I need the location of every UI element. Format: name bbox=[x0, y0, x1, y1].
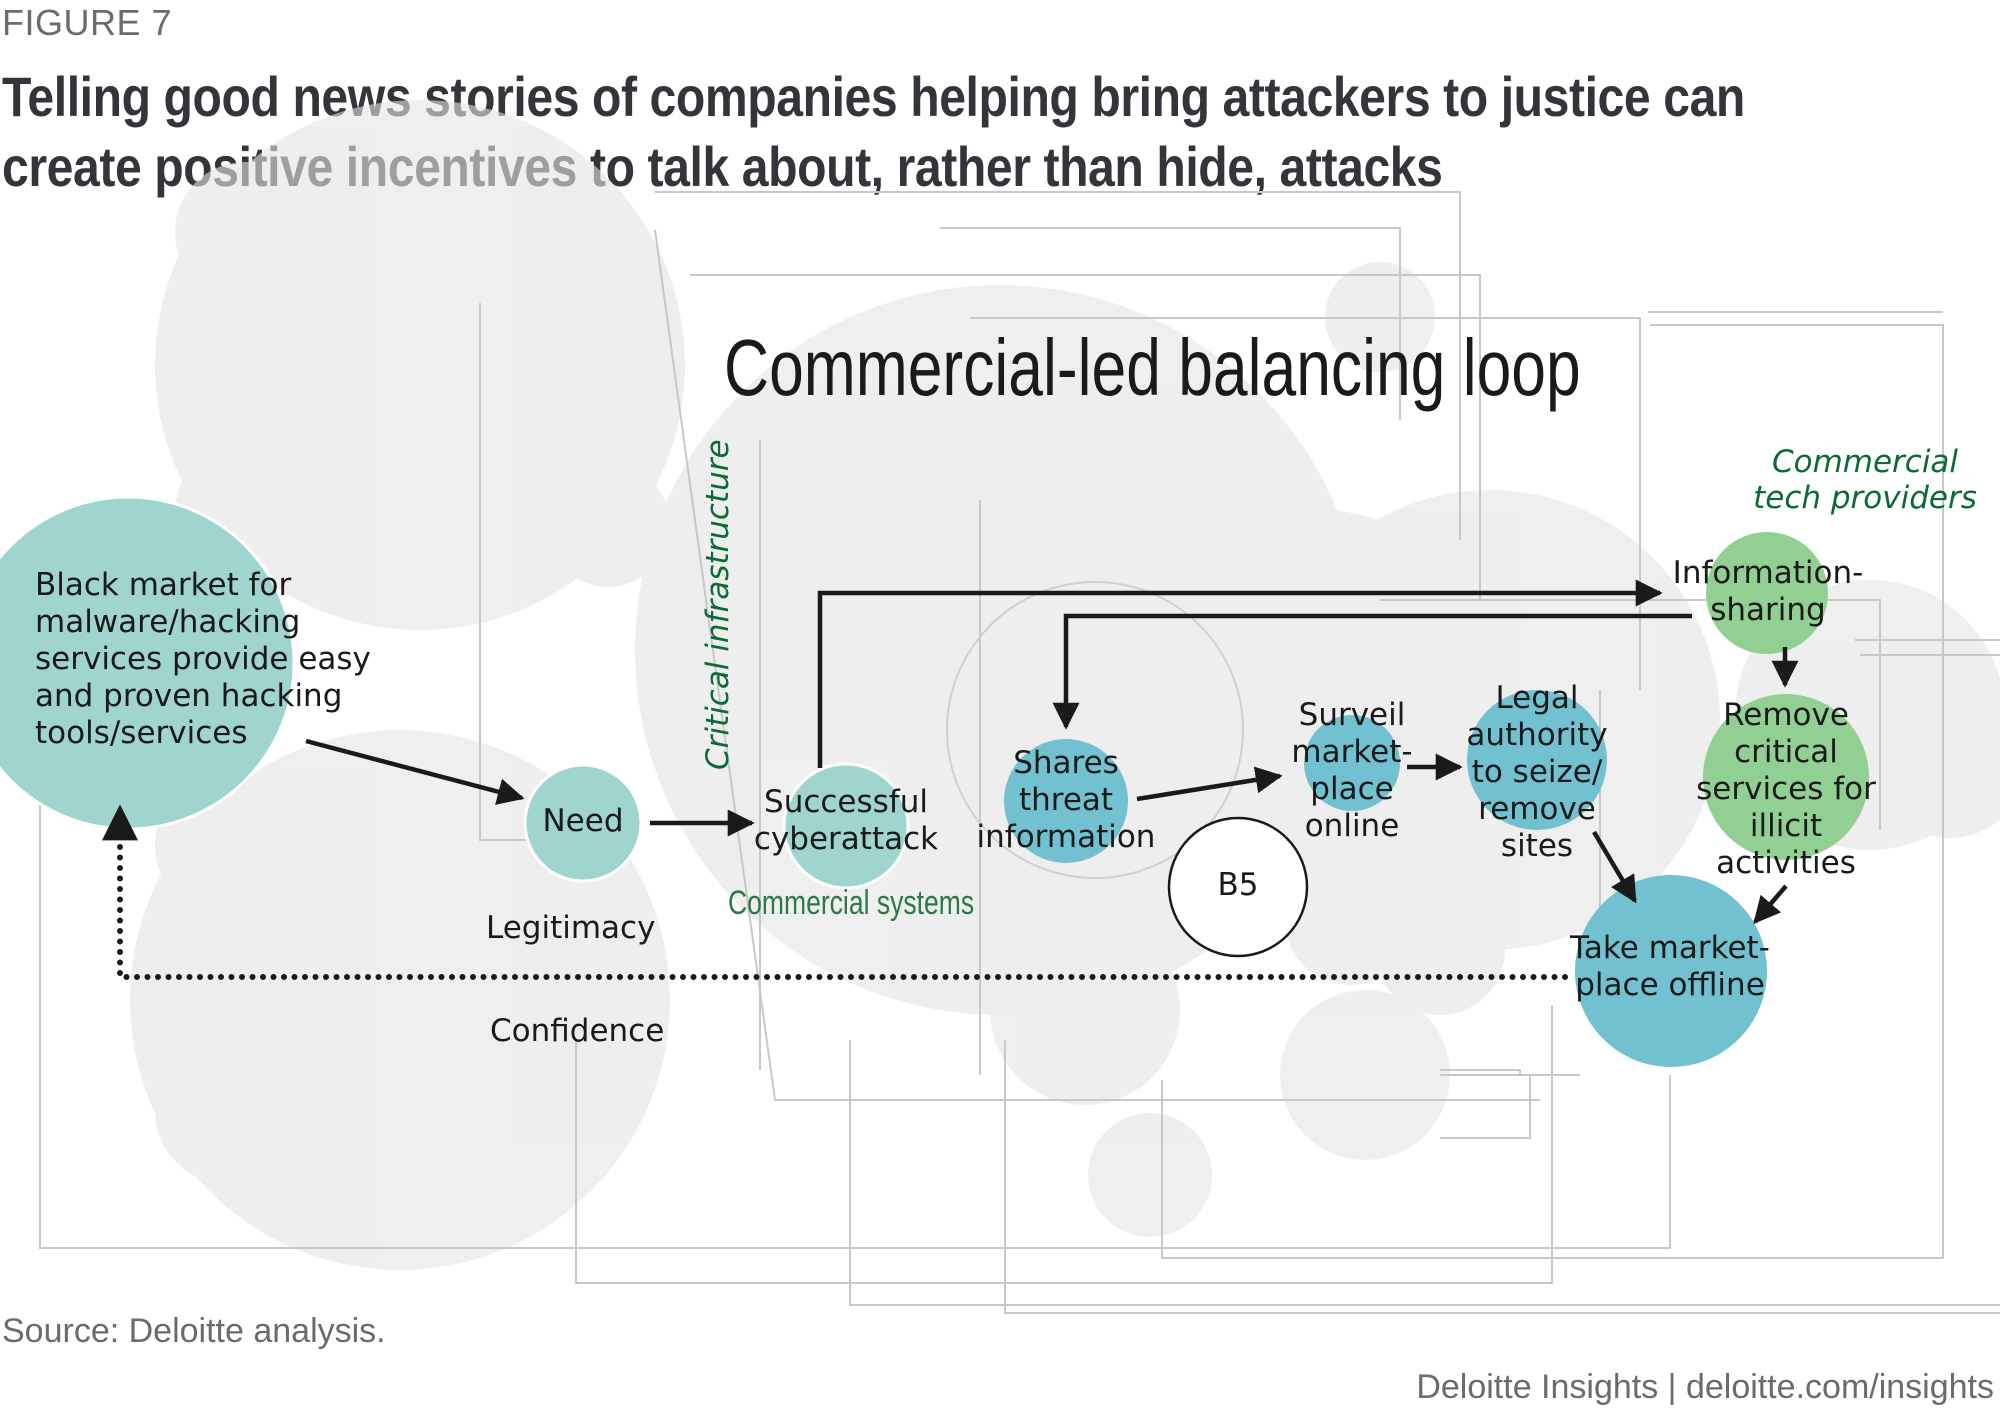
commercial-systems-label: Commercial systems bbox=[728, 884, 975, 922]
node-need: Need bbox=[542, 803, 624, 839]
arrow-information-sharing-to-shares-threat bbox=[1052, 613, 1692, 730]
node-surveil: Surveil market- place online bbox=[1291, 697, 1413, 844]
shares-group-ring bbox=[946, 581, 1244, 879]
critical-infrastructure-label: Critical infrastructure bbox=[700, 439, 736, 770]
arrow-take-offline-to-black-market-dotted bbox=[102, 804, 1568, 980]
node-take-offline: Take market- place offline bbox=[1570, 930, 1770, 1003]
source-note: Source: Deloitte analysis. bbox=[2, 1312, 386, 1350]
node-circle-need bbox=[523, 763, 643, 883]
publisher-credit: Deloitte Insights | deloitte.com/insight… bbox=[1416, 1368, 1994, 1406]
arrow-cyberattack-to-information-sharing bbox=[817, 579, 1663, 768]
arrow-black-market-to-need bbox=[305, 738, 525, 805]
loop-title: Commercial-led balancing loop bbox=[724, 323, 1581, 412]
node-circle-surveil bbox=[1304, 715, 1400, 811]
arrow-shares-threat-to-surveil bbox=[1136, 766, 1283, 802]
factor-legitimacy: Legitimacy bbox=[486, 910, 656, 946]
node-circle-legal-authority bbox=[1467, 690, 1607, 830]
figure-label: FIGURE 7 bbox=[2, 2, 173, 43]
node-remove-services: Remove critical services for illicit act… bbox=[1696, 697, 1876, 881]
node-successful-cyberattack: Successful cyberattack bbox=[753, 784, 939, 857]
commercial-tech-providers-label: Commercial tech providers bbox=[1753, 444, 1977, 516]
node-black-market: Black market for malware/hacking service… bbox=[35, 567, 371, 751]
node-legal-authority: Legal authority to seize/ remove sites bbox=[1466, 680, 1608, 864]
node-circle-shares-threat bbox=[1004, 739, 1128, 863]
b5-label: B5 bbox=[1217, 867, 1259, 903]
node-circle-take-offline bbox=[1575, 875, 1767, 1067]
node-circle-remove-services bbox=[1703, 694, 1869, 860]
node-information-sharing: Information- sharing bbox=[1672, 555, 1864, 628]
factor-confidence: Confidence bbox=[490, 1013, 665, 1049]
arrow-legal-to-take-offline bbox=[1592, 830, 1637, 904]
arrow-remove-to-take-offline bbox=[1753, 884, 1788, 925]
causal-arrows bbox=[102, 579, 1799, 980]
background-lines bbox=[39, 191, 2000, 1314]
node-shares-threat: Shares threat information bbox=[976, 745, 1156, 855]
b5-loop-marker bbox=[1167, 816, 1309, 958]
node-circle-successful-cyberattack bbox=[782, 762, 910, 890]
node-circle-information-sharing bbox=[1706, 532, 1828, 654]
